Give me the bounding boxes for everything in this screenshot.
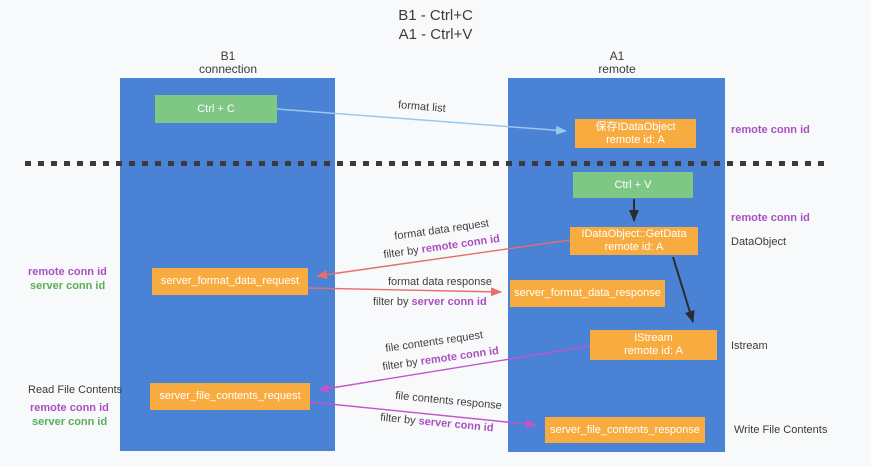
node-save-idataobject-line1: 保存IDataObject: [595, 120, 676, 133]
node-ctrl-c: Ctrl + C: [155, 95, 277, 123]
node-getdata-line1: IDataObject::GetData: [581, 228, 687, 240]
column-header-b1: B1 connection: [158, 50, 298, 76]
side-label-dataobject: DataObject: [731, 236, 787, 248]
node-save-idataobject-line2: remote id: A: [606, 133, 665, 146]
arrow-format-data-response: [307, 287, 502, 297]
side-label-left-server-conn-id-1: server conn id: [30, 280, 106, 292]
node-save-idataobject: 保存IDataObject remote id: A: [575, 119, 696, 148]
label-format-response-filter: filter by server conn id: [373, 296, 487, 308]
phase-separator-dashed-line: [25, 161, 831, 166]
label-format-data-response: format data response: [388, 276, 492, 288]
node-getdata-line2: remote id: A: [604, 241, 664, 253]
side-label-left-remote-conn-id-1: remote conn id: [28, 266, 107, 278]
side-label-istream: Istream: [731, 340, 768, 352]
filter-by-text: filter by: [381, 355, 422, 374]
filter-server-conn-id: server conn id: [411, 296, 487, 308]
side-label-left-remote-conn-id-2: remote conn id: [30, 402, 109, 414]
filter-by-text: filter by: [382, 243, 423, 262]
label-format-list: format list: [397, 99, 447, 115]
node-file-request-label: server_file_contents_request: [159, 390, 301, 402]
label-file-contents-response: file contents response: [394, 389, 503, 413]
node-format-request-label: server_format_data_request: [160, 275, 300, 287]
node-server-format-data-request: server_format_data_request: [152, 268, 308, 295]
column-b1-role: connection: [198, 62, 258, 76]
node-server-file-contents-response: server_file_contents_response: [545, 417, 705, 443]
filter-by-text: filter by: [379, 411, 420, 428]
filter-server-conn-id: server conn id: [418, 415, 495, 435]
node-istream: IStream remote id: A: [590, 330, 717, 360]
column-b1-name: B1: [220, 49, 236, 63]
diagram-title: B1 - Ctrl+C A1 - Ctrl+V: [0, 6, 871, 44]
node-istream-line1: IStream: [634, 332, 673, 344]
node-format-response-label: server_format_data_response: [514, 287, 661, 299]
node-idataobject-getdata: IDataObject::GetData remote id: A: [570, 227, 698, 255]
label-file-response-filter: filter by server conn id: [380, 412, 494, 435]
node-file-response-label: server_file_contents_response: [550, 423, 700, 436]
column-a1-name: A1: [609, 49, 625, 63]
node-ctrl-v-label: Ctrl + V: [614, 178, 652, 191]
side-label-remote-conn-id-top: remote conn id: [731, 124, 810, 136]
node-server-file-contents-request: server_file_contents_request: [150, 383, 310, 410]
column-a1-role: remote: [598, 62, 636, 76]
node-ctrl-c-label: Ctrl + C: [197, 102, 235, 115]
column-header-a1: A1 remote: [547, 50, 687, 76]
node-istream-line2: remote id: A: [624, 345, 683, 357]
node-server-format-data-response: server_format_data_response: [510, 280, 665, 307]
side-label-remote-conn-id-mid: remote conn id: [731, 212, 810, 224]
side-label-left-server-conn-id-2: server conn id: [32, 416, 108, 428]
side-label-write-file-contents: Write File Contents: [734, 424, 828, 436]
title-line-1: B1 - Ctrl+C: [398, 7, 473, 24]
node-ctrl-v: Ctrl + V: [573, 172, 693, 198]
side-label-read-file-contents: Read File Contents: [28, 384, 123, 396]
filter-by-text: filter by: [373, 296, 412, 308]
title-line-2: A1 - Ctrl+V: [398, 26, 473, 43]
